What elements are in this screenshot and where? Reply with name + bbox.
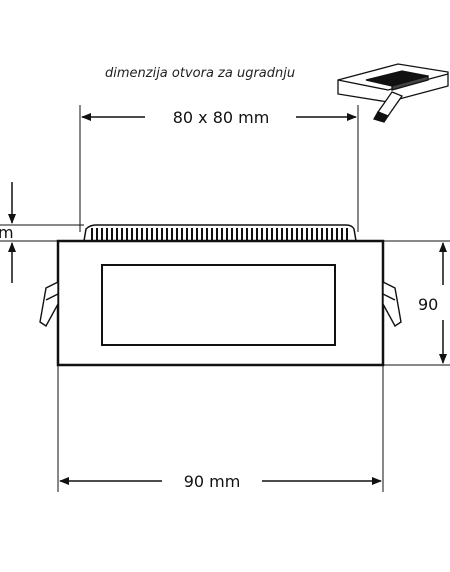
spring-clip-left — [39, 280, 59, 328]
cutout-dim-label: 80 x 80 mm — [173, 108, 270, 127]
caption-text: dimenzija otvora za ugradnju — [105, 66, 295, 81]
height-right-label: 90 — [418, 295, 438, 314]
height-left-label: m — [0, 223, 14, 242]
light-panel — [101, 264, 336, 346]
cutout-icon — [337, 63, 449, 123]
heatsink-fins — [83, 224, 357, 242]
width-dim-label: 90 mm — [184, 472, 241, 491]
spring-clip-right — [382, 280, 402, 328]
